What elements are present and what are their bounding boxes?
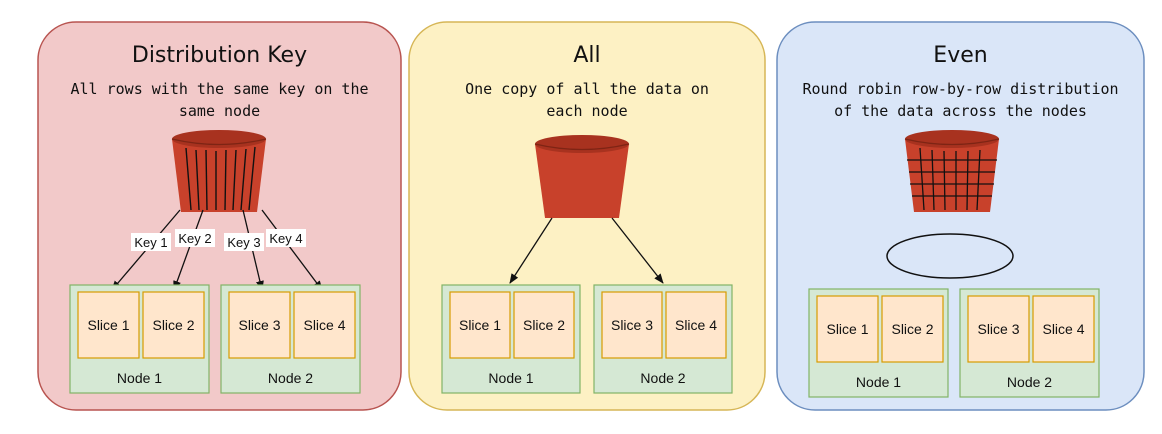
panel-description-line-1: All rows with the same key on the [70, 80, 368, 98]
key-label-4: Key 4 [269, 231, 302, 246]
slice-box [293, 291, 356, 359]
arrow-key-2 [173, 209, 204, 291]
arrow-key-4 [261, 209, 323, 291]
key-label-2: Key 2 [178, 231, 211, 246]
slice-label: Slice 2 [891, 321, 933, 337]
slice-box [77, 291, 140, 359]
slice-box [967, 295, 1030, 363]
panel-even: Even Round robin row-by-row distribution… [776, 21, 1145, 411]
bucket-icon [171, 130, 267, 212]
slice-box [449, 291, 511, 359]
panel-distribution-key: Distribution Key All rows with the same … [37, 21, 402, 411]
panel-description-line-2: of the data across the nodes [834, 102, 1087, 120]
node-box: Slice 1 Slice 2 Node 1 [808, 288, 949, 398]
arrow-to-node-2 [611, 217, 664, 284]
slice-label: Slice 3 [238, 317, 280, 333]
slice-box [228, 291, 291, 359]
panel-all: All One copy of all the data on each nod… [408, 21, 766, 411]
slice-label: Slice 3 [611, 317, 653, 333]
node-box: Slice 1 Slice 2 Node 1 [441, 284, 581, 394]
slice-label: Slice 3 [977, 321, 1019, 337]
node-label: Node 2 [268, 370, 313, 386]
round-robin-ellipse [886, 233, 1014, 279]
slice-box [601, 291, 663, 359]
slice-box [142, 291, 205, 359]
panel-title: Distribution Key [132, 43, 307, 68]
node-label: Node 1 [856, 374, 901, 390]
panel-description-line-1: Round robin row-by-row distribution [802, 80, 1118, 98]
node-label: Node 1 [488, 370, 533, 386]
panel-title: All [573, 43, 600, 68]
slice-label: Slice 1 [87, 317, 129, 333]
key-label-3: Key 3 [227, 235, 260, 250]
node-label: Node 1 [117, 370, 162, 386]
panel-description-line-1: One copy of all the data on [465, 80, 709, 98]
slice-box [881, 295, 944, 363]
bucket-icon [534, 135, 630, 218]
slice-label: Slice 4 [1042, 321, 1084, 337]
node-label: Node 2 [1007, 374, 1052, 390]
panel-description-line-2: same node [179, 102, 260, 120]
slice-label: Slice 4 [303, 317, 345, 333]
panel-description-line-2: each node [546, 102, 627, 120]
panel-title: Even [933, 43, 987, 68]
key-label-1: Key 1 [134, 235, 167, 250]
node-label: Node 2 [640, 370, 685, 386]
bucket-icon [904, 130, 1000, 212]
slice-label: Slice 1 [826, 321, 868, 337]
arrow-to-node-1 [509, 217, 553, 284]
slice-label: Slice 2 [152, 317, 194, 333]
node-box: Slice 3 Slice 4 Node 2 [220, 284, 361, 394]
slice-box [816, 295, 879, 363]
slice-label: Slice 4 [675, 317, 717, 333]
node-box: Slice 3 Slice 4 Node 2 [593, 284, 733, 394]
node-box: Slice 3 Slice 4 Node 2 [959, 288, 1100, 398]
slice-label: Slice 2 [523, 317, 565, 333]
slice-box [513, 291, 575, 359]
node-box: Slice 1 Slice 2 Node 1 [69, 284, 210, 394]
slice-label: Slice 1 [459, 317, 501, 333]
slice-box [1032, 295, 1095, 363]
slice-box [665, 291, 727, 359]
